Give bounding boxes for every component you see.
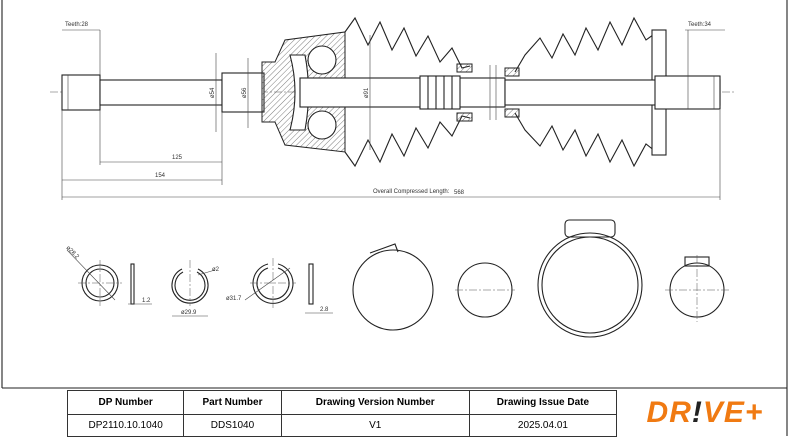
header-dp-number: DP Number xyxy=(66,390,185,415)
ring-wire-label: ø2 xyxy=(212,267,220,273)
retaining-ring-part: ø2 ø29.9 xyxy=(171,260,220,317)
dia-54-label: ø54 xyxy=(210,87,216,98)
circlip-thickness-label: 1.2 xyxy=(142,298,151,304)
overall-length-value: 568 xyxy=(454,190,465,196)
snap-ring-part: ø31.7 2.8 xyxy=(226,258,333,314)
teeth-left-label: Teeth:28 xyxy=(65,22,89,28)
ring-dia-label: ø29.9 xyxy=(181,310,197,316)
header-part-number: Part Number xyxy=(183,390,282,415)
part-number-value: DDS1040 xyxy=(183,414,282,437)
dim-125-label: 125 xyxy=(172,155,183,161)
dia-91-label: ø91 xyxy=(364,87,370,98)
dp-number-value: DP2110.10.1040 xyxy=(66,414,185,437)
boot-clamps xyxy=(352,219,729,338)
logo-part-a: DR xyxy=(646,396,692,429)
title-block-table: DP Number Part Number Drawing Version Nu… xyxy=(66,390,618,437)
driveplus-logo: DR!VE+ xyxy=(620,392,790,434)
teeth-right-label: Teeth:34 xyxy=(688,22,712,28)
header-version: Drawing Version Number xyxy=(280,390,470,415)
ring2-thickness-label: 2.8 xyxy=(320,307,329,313)
circlip-part: ø28.2 1.2 xyxy=(65,245,152,306)
ring2-dia-label: ø31.7 xyxy=(226,296,242,302)
dim-154-label: 154 xyxy=(155,173,166,179)
issue-date-value: 2025.04.01 xyxy=(468,414,618,437)
overall-length-label: Overall Compressed Length: xyxy=(373,189,450,195)
dimensions: Teeth:28 Teeth:34 ø54 ø56 ø91 125 154 Ov… xyxy=(61,22,725,200)
dia-56-label: ø56 xyxy=(242,87,248,98)
drive-shaft-assembly xyxy=(50,16,735,168)
version-value: V1 xyxy=(280,414,470,437)
circlip-dia-label: ø28.2 xyxy=(65,245,81,261)
logo-part-c: VE+ xyxy=(702,396,764,429)
header-issue-date: Drawing Issue Date xyxy=(468,390,618,415)
logo-part-b: ! xyxy=(691,396,703,429)
